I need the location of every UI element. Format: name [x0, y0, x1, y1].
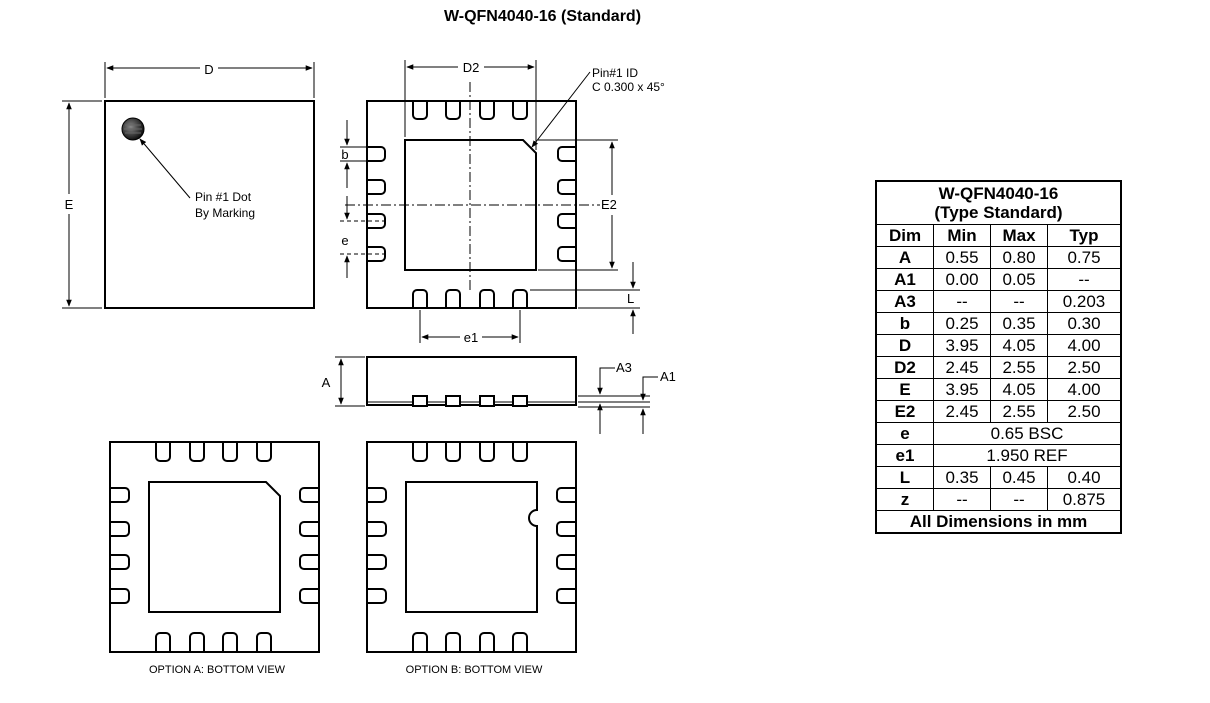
- header-typ: Typ: [1047, 224, 1122, 247]
- cell-min: 3.95: [933, 334, 991, 357]
- cell-min: 0.25: [933, 312, 991, 335]
- table-row: z----0.875: [875, 488, 1122, 511]
- bottom-view-dimensioned: D2 Pin#1 ID C 0.300 x 45° E2 b e L: [340, 60, 665, 345]
- cell-dim: D: [875, 334, 934, 357]
- page-title: W-QFN4040-16 (Standard): [443, 8, 642, 25]
- cell-min: --: [933, 488, 991, 511]
- dim-label-E2: E2: [601, 197, 617, 212]
- cell-min: 0.35: [933, 466, 991, 489]
- cell-max: 0.45: [990, 466, 1048, 489]
- dimension-table: W-QFN4040-16 (Type Standard) Dim Min Max…: [875, 180, 1122, 534]
- dim-label-A1: A1: [660, 369, 676, 384]
- pin1-dot-label-1: Pin #1 Dot: [195, 190, 252, 204]
- cell-typ: 0.203: [1047, 290, 1122, 313]
- side-view: A A3 A1: [322, 356, 676, 434]
- cell-max: 2.55: [990, 356, 1048, 379]
- option-b-bottom-view: OPTION B: BOTTOM VIEW: [366, 441, 577, 676]
- pin1-id-label-1: Pin#1 ID: [592, 66, 638, 80]
- dim-label-D2: D2: [463, 60, 480, 75]
- cell-max: 4.05: [990, 378, 1048, 401]
- cell-min: 0.00: [933, 268, 991, 291]
- table-title-line2: (Type Standard): [934, 203, 1063, 222]
- dim-label-b: b: [341, 147, 348, 162]
- cell-dim: D2: [875, 356, 934, 379]
- cell-min: 3.95: [933, 378, 991, 401]
- cell-typ: --: [1047, 268, 1122, 291]
- table-footer: All Dimensions in mm: [875, 510, 1122, 534]
- cell-typ: 0.75: [1047, 246, 1122, 269]
- table-footer-row: All Dimensions in mm: [875, 510, 1122, 534]
- top-view: Pin #1 Dot By Marking D E: [62, 62, 315, 309]
- dim-label-A3: A3: [616, 360, 632, 375]
- cell-span: 1.950 REF: [933, 444, 1122, 467]
- cell-dim: E2: [875, 400, 934, 423]
- cell-dim: A: [875, 246, 934, 269]
- header-dim: Dim: [875, 224, 934, 247]
- pin1-dot-label-2: By Marking: [195, 206, 255, 220]
- cell-min: 0.55: [933, 246, 991, 269]
- cell-dim: e: [875, 422, 934, 445]
- cell-max: --: [990, 290, 1048, 313]
- table-row: A3----0.203: [875, 290, 1122, 313]
- cell-span: 0.65 BSC: [933, 422, 1122, 445]
- cell-min: 2.45: [933, 400, 991, 423]
- cell-dim: e1: [875, 444, 934, 467]
- cell-max: 0.35: [990, 312, 1048, 335]
- cell-typ: 2.50: [1047, 356, 1122, 379]
- dim-label-L: L: [627, 291, 634, 306]
- cell-max: 2.55: [990, 400, 1048, 423]
- cell-dim: b: [875, 312, 934, 335]
- dim-label-e1: e1: [464, 330, 478, 345]
- pin1-id-label-2: C 0.300 x 45°: [592, 80, 665, 94]
- cell-dim: A3: [875, 290, 934, 313]
- cell-dim: E: [875, 378, 934, 401]
- cell-typ: 4.00: [1047, 334, 1122, 357]
- package-drawing: Pin #1 Dot By Marking D E: [62, 60, 676, 676]
- option-a-caption: OPTION A: BOTTOM VIEW: [149, 664, 286, 676]
- cell-typ: 4.00: [1047, 378, 1122, 401]
- cell-typ: 0.875: [1047, 488, 1122, 511]
- cell-max: 4.05: [990, 334, 1048, 357]
- cell-min: 2.45: [933, 356, 991, 379]
- header-min: Min: [933, 224, 991, 247]
- header-max: Max: [990, 224, 1048, 247]
- table-header-row: Dim Min Max Typ: [875, 224, 1122, 247]
- dim-label-A: A: [322, 375, 331, 390]
- option-b-caption: OPTION B: BOTTOM VIEW: [406, 664, 543, 676]
- dim-label-E: E: [65, 197, 74, 212]
- cell-max: 0.05: [990, 268, 1048, 291]
- dim-label-e: e: [341, 233, 348, 248]
- cell-dim: L: [875, 466, 934, 489]
- cell-max: --: [990, 488, 1048, 511]
- cell-dim: z: [875, 488, 934, 511]
- cell-typ: 0.30: [1047, 312, 1122, 335]
- table-title-row: W-QFN4040-16 (Type Standard): [875, 180, 1122, 225]
- cell-typ: 0.40: [1047, 466, 1122, 489]
- dim-label-D: D: [204, 62, 213, 77]
- cell-dim: A1: [875, 268, 934, 291]
- cell-min: --: [933, 290, 991, 313]
- table-title-line1: W-QFN4040-16: [938, 184, 1059, 203]
- cell-typ: 2.50: [1047, 400, 1122, 423]
- cell-max: 0.80: [990, 246, 1048, 269]
- option-a-bottom-view: OPTION A: BOTTOM VIEW: [109, 441, 320, 676]
